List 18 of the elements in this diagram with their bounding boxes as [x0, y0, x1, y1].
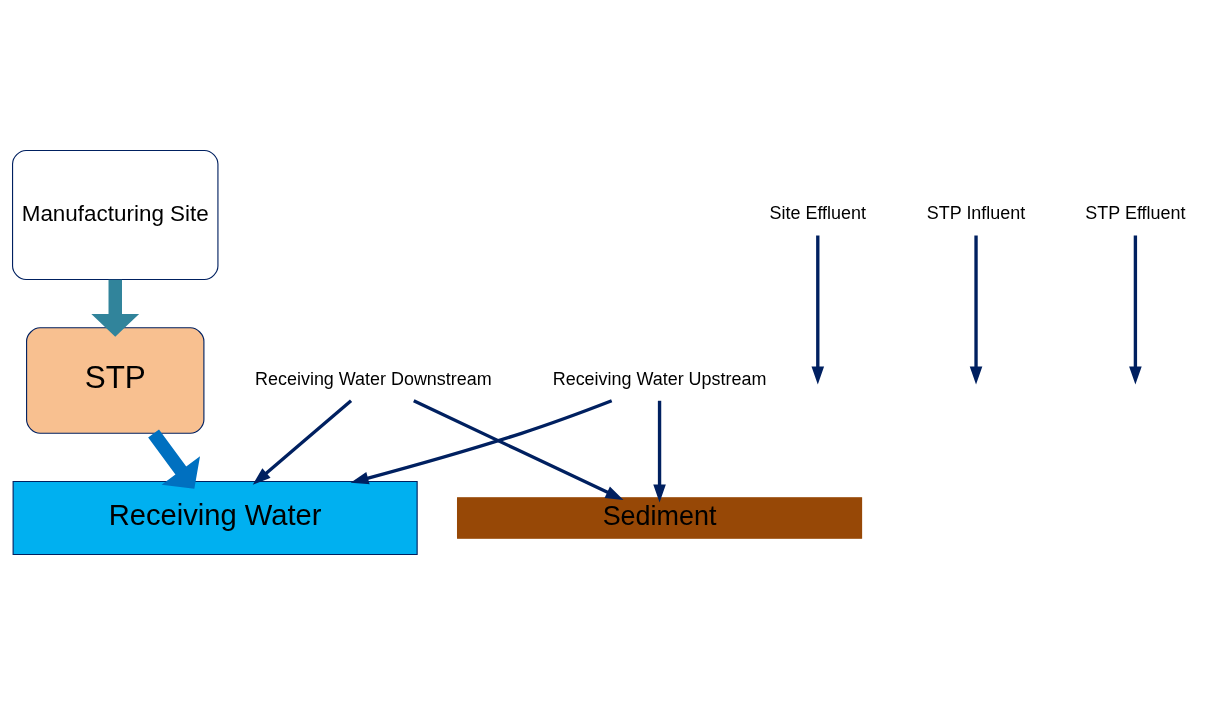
node-text: Receiving Water Upstream	[552, 368, 767, 389]
arrow	[811, 235, 825, 384]
arrow	[91, 279, 140, 337]
arrow	[252, 399, 353, 485]
arrow	[969, 235, 983, 384]
arrow	[350, 398, 613, 484]
node-text: Receiving Water Downstream	[255, 368, 492, 389]
arrow	[1129, 235, 1142, 384]
arrow	[148, 429, 201, 489]
node-box: STP	[26, 326, 205, 434]
node-text: STP Influent	[926, 202, 1026, 223]
arrow	[653, 400, 666, 503]
node-box: Manufacturing Site	[12, 149, 219, 280]
arrow	[413, 398, 624, 500]
node-text: Site Effluent	[769, 202, 866, 223]
node-box: Receiving Water	[12, 480, 418, 555]
node-text: STP Effluent	[1085, 202, 1186, 223]
node-box: Sediment	[457, 496, 863, 539]
